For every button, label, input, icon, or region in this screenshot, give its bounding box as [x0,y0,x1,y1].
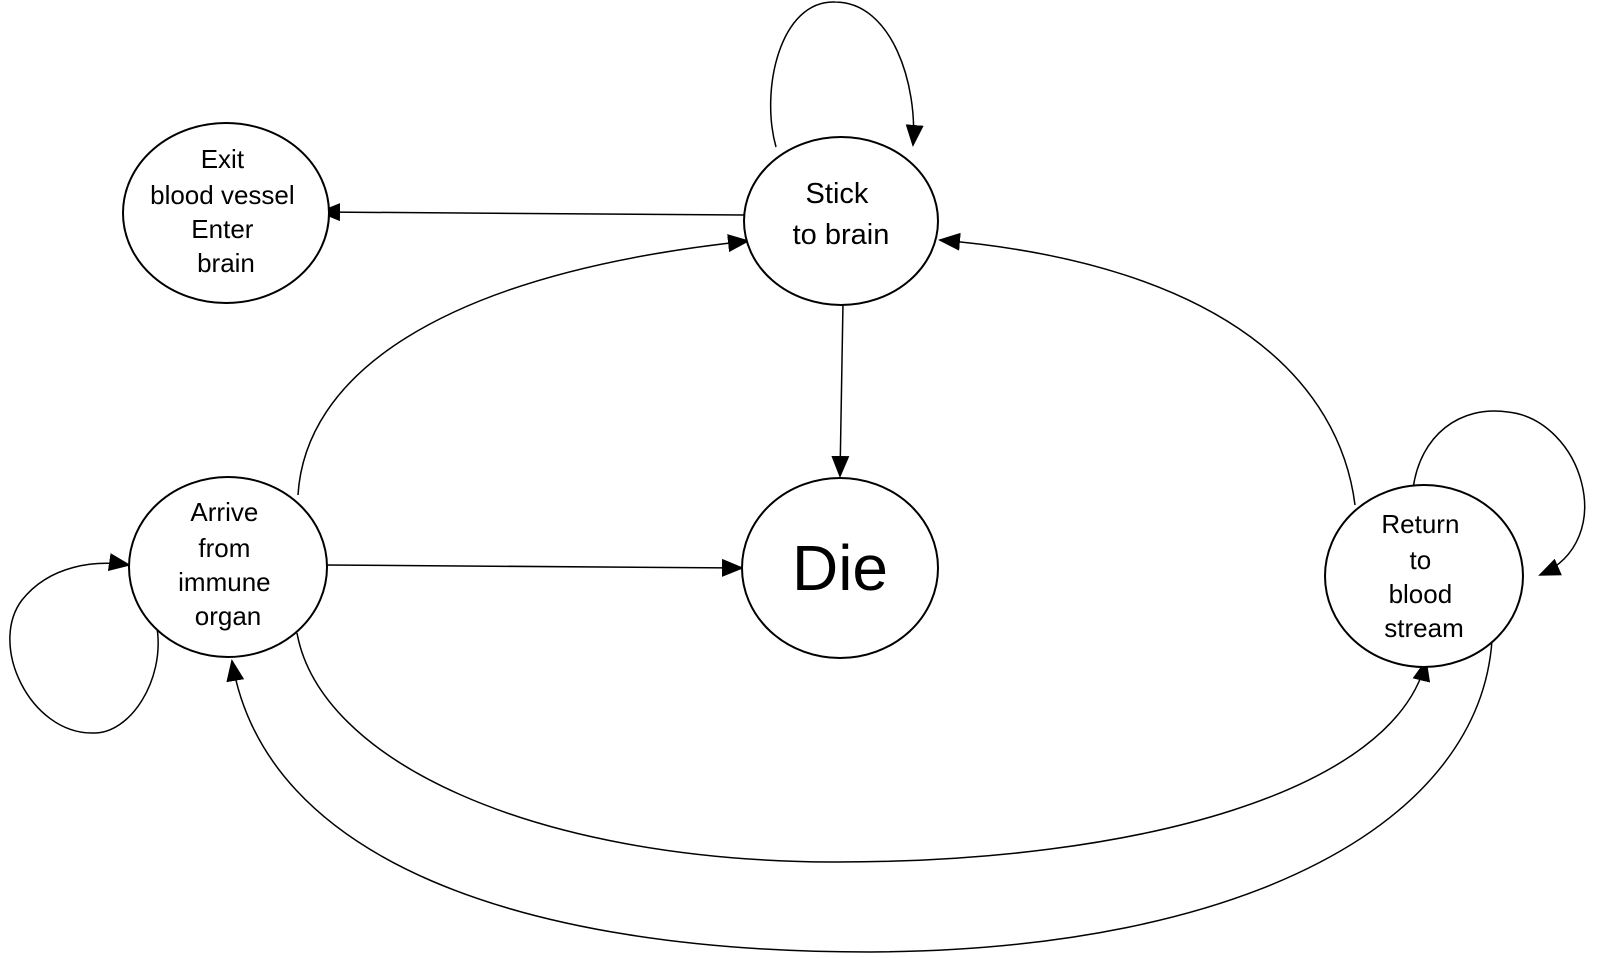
node-die-label: Die [792,532,888,604]
node-stick-label: Stick to brain [793,178,890,251]
edges [9,1,1586,953]
edge-return-to-stick [938,232,1356,506]
edge-arrive-to-die [325,558,744,577]
node-die: Die [741,477,939,659]
edge-arrive-to-return [296,632,1431,863]
edge-stick-to-exit [318,203,745,222]
node-arrive-label: Arrive from immune organ [178,497,278,631]
node-return-to-blood-stream: Return to blood stream [1324,484,1524,668]
edge-return-self-loop [1412,410,1586,576]
edge-stick-self-loop [769,1,924,148]
edge-stick-to-die [831,302,850,478]
node-return-label: Return to blood stream [1381,509,1466,643]
edge-arrive-to-stick [297,234,750,496]
node-arrive-from-immune-organ: Arrive from immune organ [128,476,328,658]
edge-return-to-arrive [226,639,1493,953]
node-exit-blood-vessel: Exit blood vessel Enter brain [122,122,330,304]
node-exit-label: Exit blood vessel Enter brain [150,144,302,278]
node-stick-to-brain: Stick to brain [743,136,939,306]
edge-arrive-self-loop [9,553,159,734]
